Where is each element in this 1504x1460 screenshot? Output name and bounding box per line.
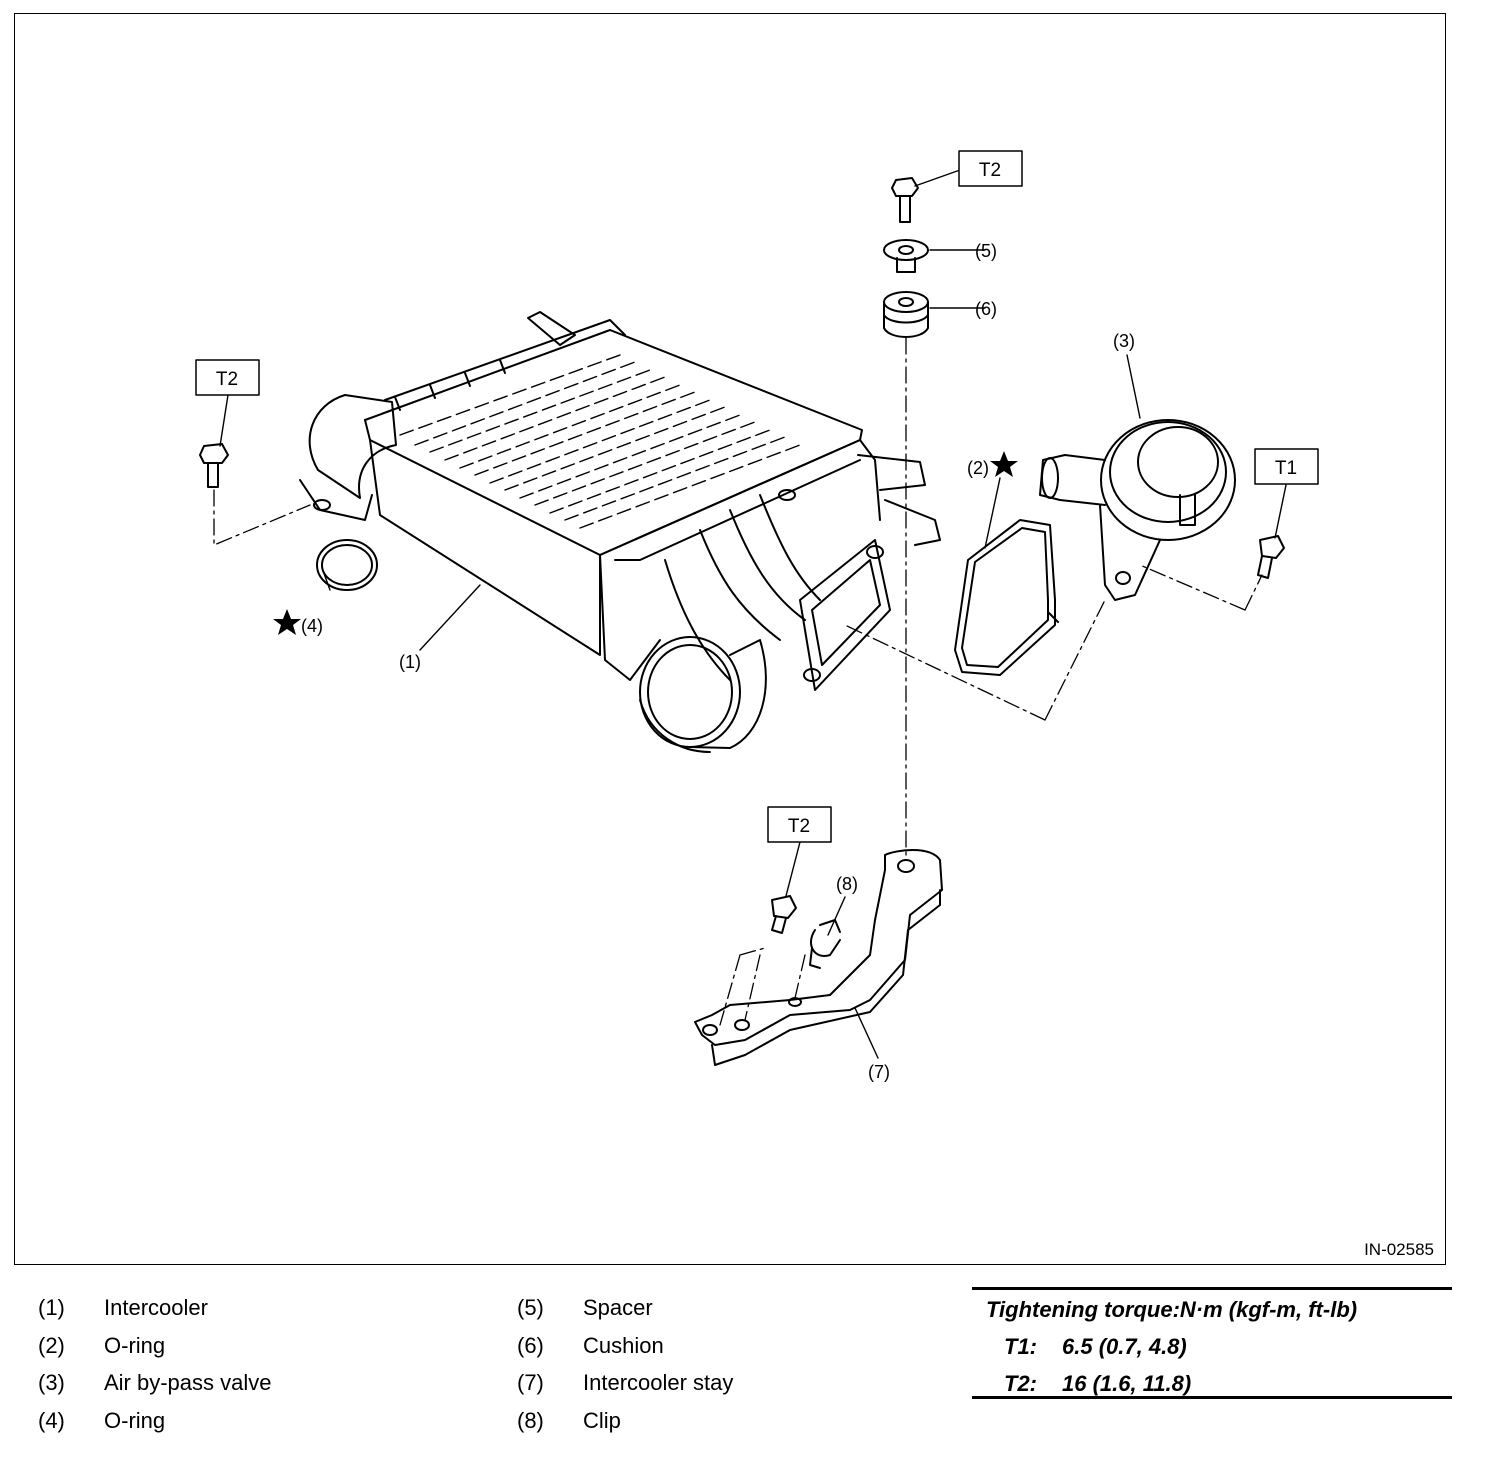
diagram-frame bbox=[14, 13, 1446, 1265]
svg-text:T2: T2 bbox=[216, 369, 238, 390]
legend-number: (6) bbox=[517, 1332, 544, 1358]
cushion-drawing bbox=[883, 291, 929, 338]
legend-name: Intercooler stay bbox=[583, 1370, 734, 1395]
parts-legend-right: (5) Spacer (6) Cushion (7) Intercooler stay… bbox=[517, 1289, 937, 1439]
clip-drawing bbox=[809, 919, 841, 969]
legend-name: Intercooler bbox=[104, 1295, 208, 1320]
torque-label: T1: bbox=[1004, 1334, 1037, 1359]
parts-legend-left: (1) Intercooler (2) O-ring (3) Air by-pass … bbox=[38, 1289, 458, 1439]
legend-number: (1) bbox=[38, 1295, 65, 1320]
legend-item: (8) Clip bbox=[517, 1402, 937, 1440]
torque-value: 16 (1.6, 11.8) bbox=[1062, 1371, 1192, 1396]
bolt-top-drawing bbox=[891, 177, 919, 223]
legend-item: (3) Air by-pass valve bbox=[38, 1364, 458, 1402]
callout-8: (8) bbox=[836, 874, 858, 894]
torque-value: 6.5 (0.7, 4.8) bbox=[1062, 1334, 1187, 1359]
assembly-dashed-lines bbox=[213, 337, 1263, 1026]
bolt-left-drawing bbox=[199, 443, 229, 488]
legend-number: (8) bbox=[517, 1407, 544, 1433]
o-ring-4-drawing bbox=[316, 539, 378, 591]
callout-7: (7) bbox=[868, 1062, 890, 1082]
legend-item: (7) Intercooler stay bbox=[517, 1364, 937, 1402]
intercooler-stay-drawing bbox=[694, 849, 943, 1066]
figure-id: IN-02585 bbox=[1364, 1240, 1434, 1259]
torque-tag-right: T1 bbox=[1254, 448, 1319, 485]
legend-item: (4) O-ring bbox=[38, 1402, 458, 1440]
legend-item: (6) Cushion bbox=[517, 1327, 937, 1365]
callout-4: (4) bbox=[301, 616, 323, 636]
torque-row-t1: T1: 6.5 (0.7, 4.8) bbox=[1004, 1334, 1187, 1360]
torque-tag-bottom: T2 bbox=[767, 806, 832, 843]
star-icon bbox=[990, 451, 1018, 477]
o-ring-2-drawing bbox=[954, 519, 1059, 676]
legend-name: Spacer bbox=[583, 1295, 653, 1320]
legend-number: (2) bbox=[38, 1332, 65, 1358]
callout-6: (6) bbox=[975, 299, 997, 319]
torque-tag-left: T2 bbox=[195, 359, 260, 396]
legend-number: (7) bbox=[517, 1370, 544, 1395]
torque-table-title: Tightening torque:N·m (kgf-m, ft-lb) bbox=[986, 1297, 1358, 1322]
legend-number: (5) bbox=[517, 1295, 544, 1320]
spacer-drawing bbox=[883, 239, 929, 273]
callout-3: (3) bbox=[1113, 331, 1135, 351]
legend-item: (5) Spacer bbox=[517, 1289, 937, 1327]
tightening-torque-table: Tightening torque:N·m (kgf-m, ft-lb) T1:… bbox=[972, 1287, 1452, 1399]
torque-tag-top: T2 bbox=[958, 150, 1023, 187]
svg-text:T2: T2 bbox=[979, 160, 1001, 181]
intercooler-drawing bbox=[299, 311, 941, 753]
legend-name: Cushion bbox=[583, 1332, 664, 1358]
legend-item: (2) O-ring bbox=[38, 1327, 458, 1365]
star-icon bbox=[273, 609, 301, 635]
legend-name: Clip bbox=[583, 1407, 621, 1433]
torque-label: T2: bbox=[1004, 1371, 1037, 1396]
air-bypass-valve-drawing bbox=[1039, 419, 1236, 601]
leader-lines bbox=[219, 169, 1287, 1059]
callout-5: (5) bbox=[975, 241, 997, 261]
legend-name: Air by-pass valve bbox=[104, 1370, 272, 1395]
exploded-view-diagram: T2 T2 T1 T2 (1) (2) (3) (4) (5) (6) (7) … bbox=[195, 150, 1319, 1082]
svg-text:T1: T1 bbox=[1275, 458, 1297, 479]
legend-name: O-ring bbox=[104, 1407, 166, 1433]
bolt-bottom-drawing bbox=[771, 895, 797, 934]
legend-number: (3) bbox=[38, 1370, 65, 1395]
svg-text:T2: T2 bbox=[788, 816, 810, 837]
callout-1: (1) bbox=[399, 652, 421, 672]
torque-row-t2: T2: 16 (1.6, 11.8) bbox=[1004, 1371, 1191, 1397]
legend-number: (4) bbox=[38, 1407, 65, 1433]
callout-2: (2) bbox=[967, 458, 989, 478]
bolt-right-drawing bbox=[1257, 535, 1285, 579]
legend-item: (1) Intercooler bbox=[38, 1289, 458, 1327]
legend-name: O-ring bbox=[104, 1332, 166, 1358]
